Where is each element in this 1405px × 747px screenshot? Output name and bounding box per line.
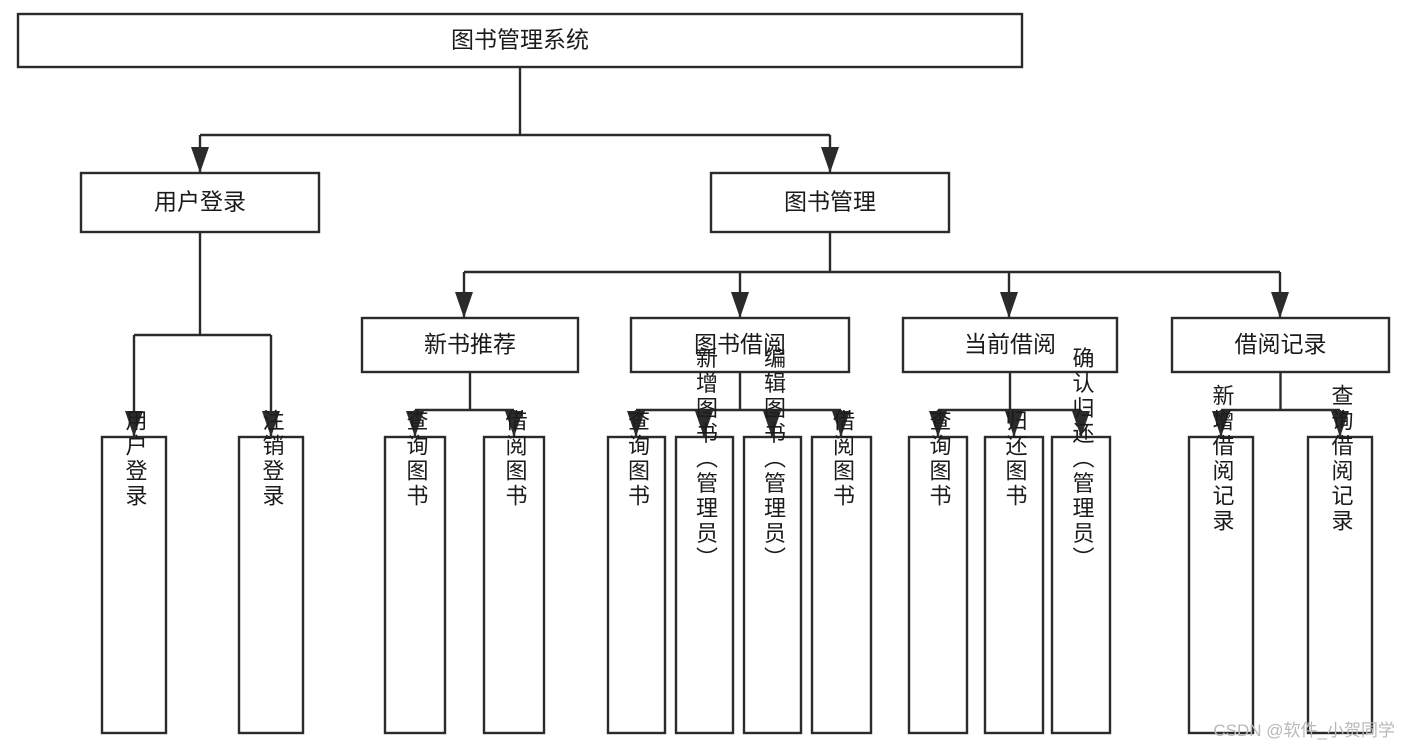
module-node[interactable]: 用户登录 <box>79 171 321 234</box>
node-box[interactable] <box>901 316 1119 374</box>
arrow-head-icon <box>1072 411 1090 437</box>
arrow-head-icon <box>1212 411 1230 437</box>
node-layer: 图书管理系统用户登录图书管理新书推荐图书借阅当前借阅借阅记录用户登录注销登录查询… <box>16 12 1391 735</box>
node-box[interactable] <box>482 435 546 735</box>
function-node[interactable]: 归还图书 <box>983 409 1045 735</box>
node-box[interactable] <box>1187 435 1255 735</box>
node-label: 用户登录 <box>123 409 148 509</box>
arrow-head-icon <box>406 411 424 437</box>
node-label: 借阅图书 <box>830 409 855 509</box>
node-box[interactable] <box>907 435 969 735</box>
arrow-head-icon <box>695 411 713 437</box>
arrow-head-icon <box>191 147 209 173</box>
node-label: 图书管理 <box>784 189 876 215</box>
node-label: 图书借阅 <box>694 331 786 357</box>
node-label: 归还图书 <box>1003 409 1028 509</box>
function-node[interactable]: 新增借阅记录 <box>1187 384 1255 735</box>
submodule-node[interactable]: 新书推荐 <box>360 316 580 374</box>
node-box[interactable] <box>742 435 803 735</box>
node-box[interactable] <box>606 435 667 735</box>
node-label: 查询图书 <box>625 409 650 509</box>
node-box[interactable] <box>629 316 851 374</box>
arrow-head-icon <box>929 411 947 437</box>
node-box[interactable] <box>1170 316 1391 374</box>
function-node[interactable]: 查询图书 <box>606 409 667 735</box>
arrow-head-icon <box>627 411 645 437</box>
node-box[interactable] <box>237 435 305 735</box>
node-label: 编辑图书（管理员） <box>761 347 786 572</box>
submodule-node[interactable]: 当前借阅 <box>901 316 1119 374</box>
arrow-head-icon <box>832 411 850 437</box>
node-label: 查询图书 <box>927 409 952 509</box>
node-label: 新书推荐 <box>424 331 516 357</box>
node-box[interactable] <box>1050 435 1112 735</box>
csdn-watermark: CSDN @软件_小贺同学 <box>1213 721 1395 740</box>
node-box[interactable] <box>383 435 447 735</box>
function-node[interactable]: 用户登录 <box>100 409 168 735</box>
arrow-head-icon <box>763 411 781 437</box>
root-node[interactable]: 图书管理系统 <box>16 12 1024 69</box>
function-node[interactable]: 注销登录 <box>237 409 305 735</box>
arrow-head-icon <box>731 292 749 318</box>
function-node[interactable]: 查询借阅记录 <box>1306 384 1374 735</box>
node-label: 查询借阅记录 <box>1329 384 1354 534</box>
node-label: 借阅图书 <box>503 409 528 509</box>
arrow-head-icon <box>821 147 839 173</box>
node-label: 新增图书（管理员） <box>693 347 718 572</box>
node-label: 用户登录 <box>154 189 246 215</box>
node-box[interactable] <box>100 435 168 735</box>
submodule-node[interactable]: 借阅记录 <box>1170 316 1391 374</box>
node-label: 新增借阅记录 <box>1210 384 1235 534</box>
node-label: 借阅记录 <box>1235 331 1327 357</box>
node-box[interactable] <box>709 171 951 234</box>
node-box[interactable] <box>16 12 1024 69</box>
node-label: 当前借阅 <box>964 331 1056 357</box>
arrow-head-icon <box>505 411 523 437</box>
function-node[interactable]: 借阅图书 <box>482 409 546 735</box>
node-box[interactable] <box>79 171 321 234</box>
function-node[interactable]: 确认归还（管理员） <box>1050 347 1112 735</box>
module-node[interactable]: 图书管理 <box>709 171 951 234</box>
node-label: 确认归还（管理员） <box>1070 347 1095 572</box>
function-node[interactable]: 借阅图书 <box>810 409 873 735</box>
function-node[interactable]: 编辑图书（管理员） <box>742 347 803 735</box>
node-box[interactable] <box>360 316 580 374</box>
node-box[interactable] <box>1306 435 1374 735</box>
arrow-head-icon <box>262 411 280 437</box>
arrow-head-icon <box>1000 292 1018 318</box>
arrow-head-icon <box>1331 411 1349 437</box>
arrow-head-icon <box>1271 292 1289 318</box>
node-label: 注销登录 <box>260 409 285 509</box>
arrow-head-icon <box>125 411 143 437</box>
connector-layer <box>125 67 1349 437</box>
node-box[interactable] <box>983 435 1045 735</box>
node-label: 图书管理系统 <box>451 27 589 53</box>
node-box[interactable] <box>674 435 735 735</box>
function-node[interactable]: 新增图书（管理员） <box>674 347 735 735</box>
function-node[interactable]: 查询图书 <box>907 409 969 735</box>
node-label: 查询图书 <box>404 409 429 509</box>
arrow-head-icon <box>1005 411 1023 437</box>
node-box[interactable] <box>810 435 873 735</box>
submodule-node[interactable]: 图书借阅 <box>629 316 851 374</box>
function-node[interactable]: 查询图书 <box>383 409 447 735</box>
arrow-head-icon <box>455 292 473 318</box>
